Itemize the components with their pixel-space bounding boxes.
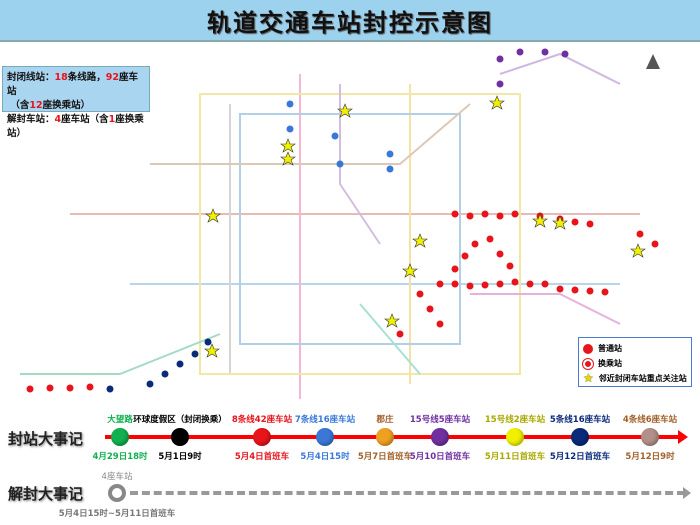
- closure-event-title: 15号线5座车站: [409, 415, 471, 425]
- closure-event-title: 5条线16座车站: [549, 415, 611, 425]
- closure-event-marker: [316, 428, 334, 446]
- closure-event-marker: [376, 428, 394, 446]
- closure-event-date: 5月7日首班车: [357, 452, 413, 462]
- transfer-icon: [583, 358, 593, 369]
- closure-event-title: 15号线2座车站: [484, 415, 546, 425]
- reopen-event-top: 4座车站: [101, 472, 133, 482]
- header: 轨道交通车站封控示意图: [0, 0, 700, 42]
- closure-event-date: 5月12日9时: [625, 452, 675, 462]
- closure-event-marker: [571, 428, 589, 446]
- closure-event-date: 5月4日首班车: [234, 452, 290, 462]
- reopen-timeline-label: 解封大事记: [8, 485, 84, 503]
- star-icon: ★: [583, 371, 594, 385]
- page-title: 轨道交通车站封控示意图: [207, 8, 493, 37]
- closure-event-title: 8条线42座车站: [231, 415, 293, 425]
- closure-event-date: 4月29日18时: [92, 452, 148, 462]
- summary-box: 封闭线站：18条线路，92座车站 （含12座换乘站） 解封车站：4座车站（含1座…: [2, 66, 150, 139]
- closure-event-marker: [111, 428, 129, 446]
- closure-event-title: 郡庄: [376, 415, 394, 425]
- reopen-event-bottom: 5月4日15时~5月11日首班车: [58, 509, 176, 519]
- closure-timeline-label: 封站大事记: [8, 430, 84, 448]
- closure-event-marker: [431, 428, 449, 446]
- closure-event-date: 5月4日15时: [300, 452, 350, 462]
- closure-event-date: 5月11日首班车: [484, 452, 546, 462]
- closure-event-date: 5月1日9时: [158, 452, 202, 462]
- red-dot-icon: [583, 343, 593, 354]
- legend-item: ★邻近封闭车站重点关注站: [583, 371, 687, 385]
- closure-event-title: 4条线6座车站: [622, 415, 678, 425]
- arrow-icon: [683, 487, 691, 499]
- closure-event-title: 7条线16座车站: [294, 415, 356, 425]
- metro-map: [20, 48, 660, 399]
- reopen-dashed-line: [130, 491, 685, 495]
- closure-event-marker: [641, 428, 659, 446]
- map-legend: 普通站 换乘站 ★邻近封闭车站重点关注站: [578, 337, 692, 387]
- closure-event-marker: [506, 428, 524, 446]
- closure-event-marker: [253, 428, 271, 446]
- reopen-marker: [108, 484, 126, 502]
- north-arrow-icon: [646, 54, 660, 69]
- closure-event-marker: [171, 428, 189, 446]
- arrow-icon: [678, 430, 688, 444]
- star-icons: [204, 95, 646, 358]
- closure-event-title: 环球度假区（封闭换乘）: [133, 415, 227, 425]
- legend-item: 换乘站: [583, 356, 687, 371]
- closure-event-title: 大望路: [107, 415, 133, 425]
- closure-event-date: 5月10日首班车: [409, 452, 471, 462]
- closed-stations: [26, 210, 659, 393]
- legend-item: 普通站: [583, 341, 687, 356]
- closure-event-date: 5月12日首班车: [549, 452, 611, 462]
